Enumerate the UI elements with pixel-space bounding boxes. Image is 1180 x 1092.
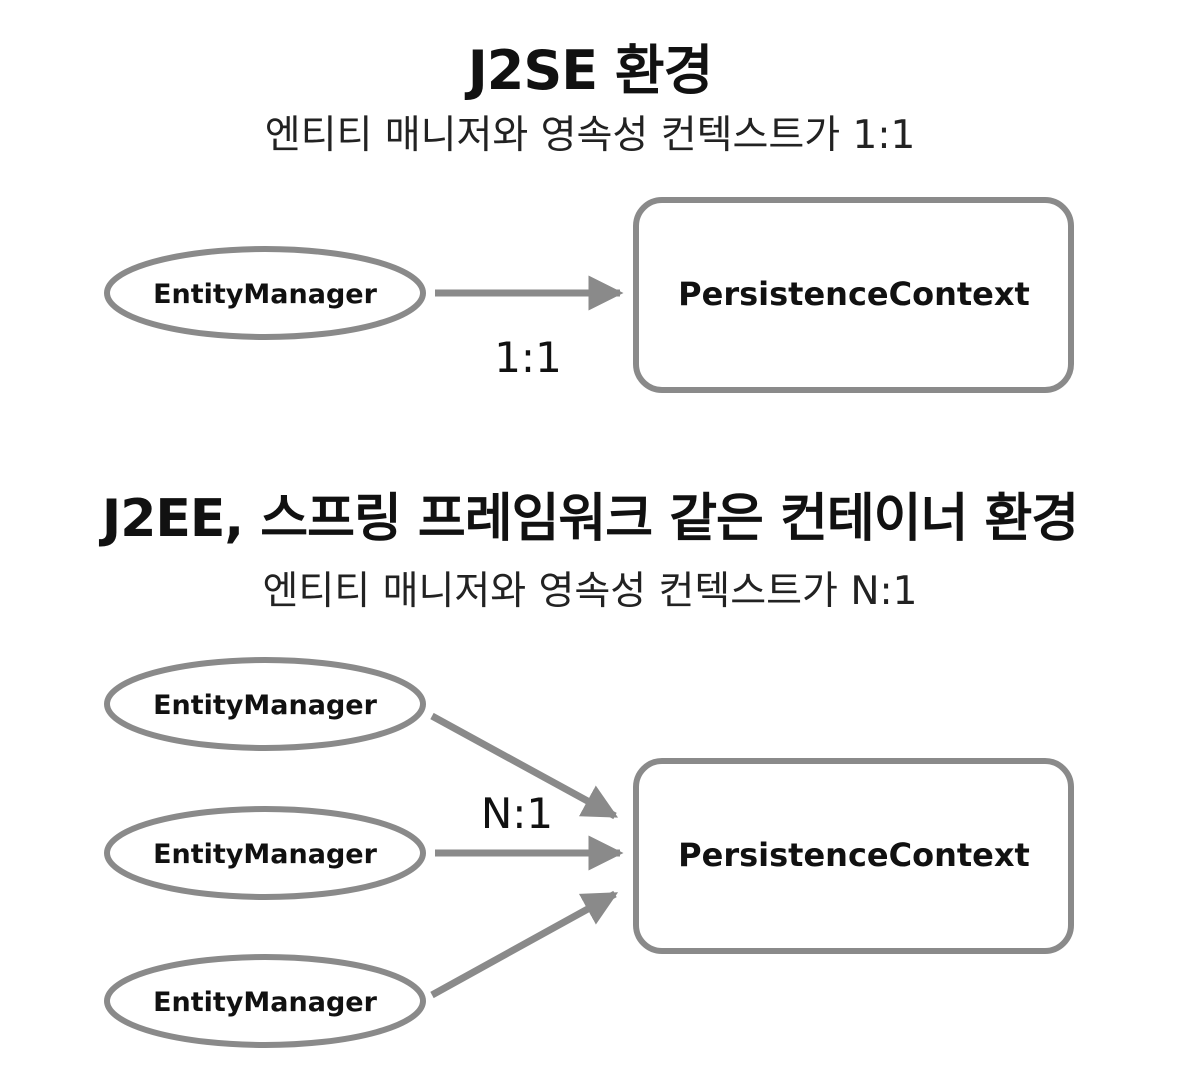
many-to-one-arrow-bottom xyxy=(430,890,619,999)
many-to-one-label: N:1 xyxy=(481,789,553,838)
section-1-subtitle: 엔티티 매니저와 영속성 컨텍스트가 1:1 xyxy=(264,113,916,158)
section-1-title: J2SE 환경 xyxy=(467,39,714,102)
section-2-subtitle: 엔티티 매니저와 영속성 컨텍스트가 N:1 xyxy=(262,569,918,614)
persistence-context-node xyxy=(633,758,1074,954)
entity-manager-node xyxy=(104,954,426,1048)
entity-manager-node xyxy=(104,246,426,340)
entity-manager-node xyxy=(104,806,426,900)
entity-manager-label: EntityManager xyxy=(153,987,378,1018)
entity-manager-label: EntityManager xyxy=(153,839,378,870)
persistence-context-node xyxy=(633,197,1074,393)
persistence-context-label: PersistenceContext xyxy=(678,836,1030,874)
entity-manager-label: EntityManager xyxy=(153,690,378,721)
one-to-one-label: 1:1 xyxy=(494,333,562,382)
many-to-one-arrow-top xyxy=(430,712,619,820)
entity-manager-node xyxy=(104,657,426,751)
section-2-title: J2EE, 스프링 프레임워크 같은 컨테이너 환경 xyxy=(101,489,1079,549)
entity-manager-label: EntityManager xyxy=(153,279,378,310)
section-2-diagram: EntityManager EntityManager EntityManage… xyxy=(104,657,1074,1048)
section-1-diagram: EntityManager 1:1 PersistenceContext xyxy=(104,197,1074,393)
persistence-context-label: PersistenceContext xyxy=(678,275,1030,313)
